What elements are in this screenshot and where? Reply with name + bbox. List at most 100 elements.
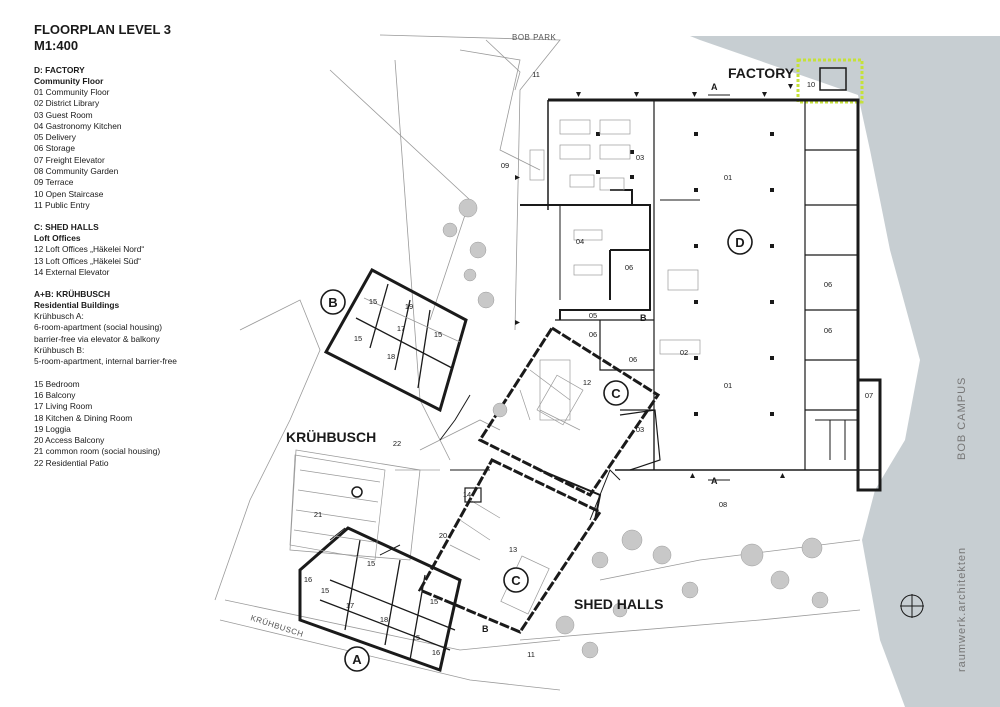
room-number: 07 bbox=[865, 391, 873, 400]
room-number: 01 bbox=[724, 173, 732, 182]
room-number: 11 bbox=[527, 650, 535, 659]
room-number: 15 bbox=[321, 586, 329, 595]
section-a-top: A bbox=[711, 82, 718, 92]
legend-item: 22 Residential Patio bbox=[34, 457, 109, 468]
open-staircase-highlight bbox=[796, 58, 864, 104]
legend-item: Krühbusch B: bbox=[34, 345, 85, 356]
room-number: 15 bbox=[369, 297, 377, 306]
section-a-bottom: A bbox=[711, 476, 718, 486]
room-number: 12 bbox=[583, 378, 591, 387]
factory-building bbox=[520, 98, 882, 492]
office-name: raumwerk.architekten bbox=[956, 546, 968, 672]
room-number: 09 bbox=[501, 161, 509, 170]
marker-c-north: C bbox=[611, 386, 621, 401]
legend-item: 05 Delivery bbox=[34, 132, 76, 143]
common-room bbox=[289, 454, 386, 561]
page-title: FLOORPLAN LEVEL 3 bbox=[34, 22, 171, 37]
room-number: 17 bbox=[397, 324, 405, 333]
legend-item: 17 Living Room bbox=[34, 401, 93, 412]
legend-item: 06 Storage bbox=[34, 143, 75, 154]
room-number: 18 bbox=[380, 615, 388, 624]
room-number: 10 bbox=[807, 80, 815, 89]
label-factory: FACTORY bbox=[728, 65, 795, 81]
project-name: BOB CAMPUS bbox=[956, 376, 968, 460]
entry-arrows bbox=[515, 84, 793, 478]
room-number: 04 bbox=[576, 237, 584, 246]
label-street: KRÜHBUSCH bbox=[249, 613, 304, 639]
room-number: 20 bbox=[439, 531, 447, 540]
room-number: 15 bbox=[434, 330, 442, 339]
legend-item: 20 Access Balcony bbox=[34, 435, 105, 446]
legend-item: 01 Community Floor bbox=[34, 87, 110, 97]
legend-item: 11 Public Entry bbox=[34, 199, 90, 210]
scale-label: M1:400 bbox=[34, 38, 79, 53]
section-b-mid: B bbox=[640, 313, 647, 323]
legend-subheading: Residential Buildings bbox=[34, 300, 120, 311]
room-number: 19 bbox=[405, 302, 413, 311]
room-number: 05 bbox=[589, 311, 597, 320]
legend-item: 15 Bedroom bbox=[34, 378, 80, 389]
marker-d: D bbox=[735, 235, 744, 250]
section-b-bottom: B bbox=[482, 624, 489, 634]
legend-heading: C: SHED HALLS bbox=[34, 222, 99, 233]
room-number: 06 bbox=[824, 280, 832, 289]
building-markers bbox=[320, 229, 753, 672]
room-number: 01 bbox=[724, 381, 732, 390]
legend-item: 14 External Elevator bbox=[34, 266, 110, 277]
legend-item: 19 Loggia bbox=[34, 423, 71, 434]
room-number: 16 bbox=[432, 648, 440, 657]
legend-item: 10 Open Staircase bbox=[34, 188, 104, 199]
room-number: 16 bbox=[304, 575, 312, 584]
room-number: 17 bbox=[346, 601, 354, 610]
site-lines bbox=[214, 34, 861, 691]
room-number: 21 bbox=[314, 510, 322, 519]
shed-hall-north bbox=[439, 325, 661, 497]
legend-item: 5-room-apartment, internal barrier-free bbox=[34, 356, 177, 367]
room-number: 14 bbox=[463, 490, 471, 499]
legend-item: 03 Guest Room bbox=[34, 109, 93, 120]
legend-item: barrier-free via elevator & balkony bbox=[34, 333, 160, 344]
north-arrow bbox=[900, 594, 924, 618]
label-bob-park: BOB PARK bbox=[512, 33, 556, 42]
room-number: 06 bbox=[625, 263, 633, 272]
room-number: 11 bbox=[532, 70, 540, 79]
room-number: 15 bbox=[354, 334, 362, 343]
marker-c-south: C bbox=[511, 573, 521, 588]
factory-columns bbox=[596, 132, 774, 416]
marker-a: A bbox=[352, 652, 362, 667]
legend-item: 12 Loft Offices „Häkelei Nord“ bbox=[34, 244, 145, 255]
legend-item: 13 Loft Offices „Häkelei Süd“ bbox=[34, 255, 141, 266]
legend-subheading: Loft Offices bbox=[34, 233, 81, 244]
room-number: 22 bbox=[393, 439, 401, 448]
room-number: 13 bbox=[509, 545, 517, 554]
room-number: 06 bbox=[589, 330, 597, 339]
label-shed-halls: SHED HALLS bbox=[574, 596, 663, 612]
section-line-a bbox=[708, 94, 730, 481]
legend-item: 18 Kitchen & Dining Room bbox=[34, 412, 133, 423]
room-number: 03 bbox=[636, 425, 644, 434]
building-a bbox=[298, 526, 462, 672]
trees bbox=[442, 198, 829, 659]
room-number: 06 bbox=[824, 326, 832, 335]
legend-item: 08 Community Garden bbox=[34, 166, 119, 177]
room-number: 18 bbox=[387, 352, 395, 361]
furniture bbox=[529, 119, 701, 421]
legend-heading: A+B: KRÜHBUSCH bbox=[34, 289, 111, 300]
marker-b: B bbox=[328, 295, 337, 310]
room-number: 03 bbox=[636, 153, 644, 162]
legend-item: 21 common room (social housing) bbox=[34, 446, 161, 457]
legend-item: 02 District Library bbox=[34, 98, 100, 109]
legend-heading: D: FACTORY bbox=[34, 65, 85, 75]
legend-item: 07 Freight Elevator bbox=[34, 154, 105, 165]
legend-item: Krühbusch A: bbox=[34, 311, 84, 322]
legend-item: 16 Balcony bbox=[34, 389, 76, 400]
room-number: 15 bbox=[367, 559, 375, 568]
room-number: 06 bbox=[629, 355, 637, 364]
